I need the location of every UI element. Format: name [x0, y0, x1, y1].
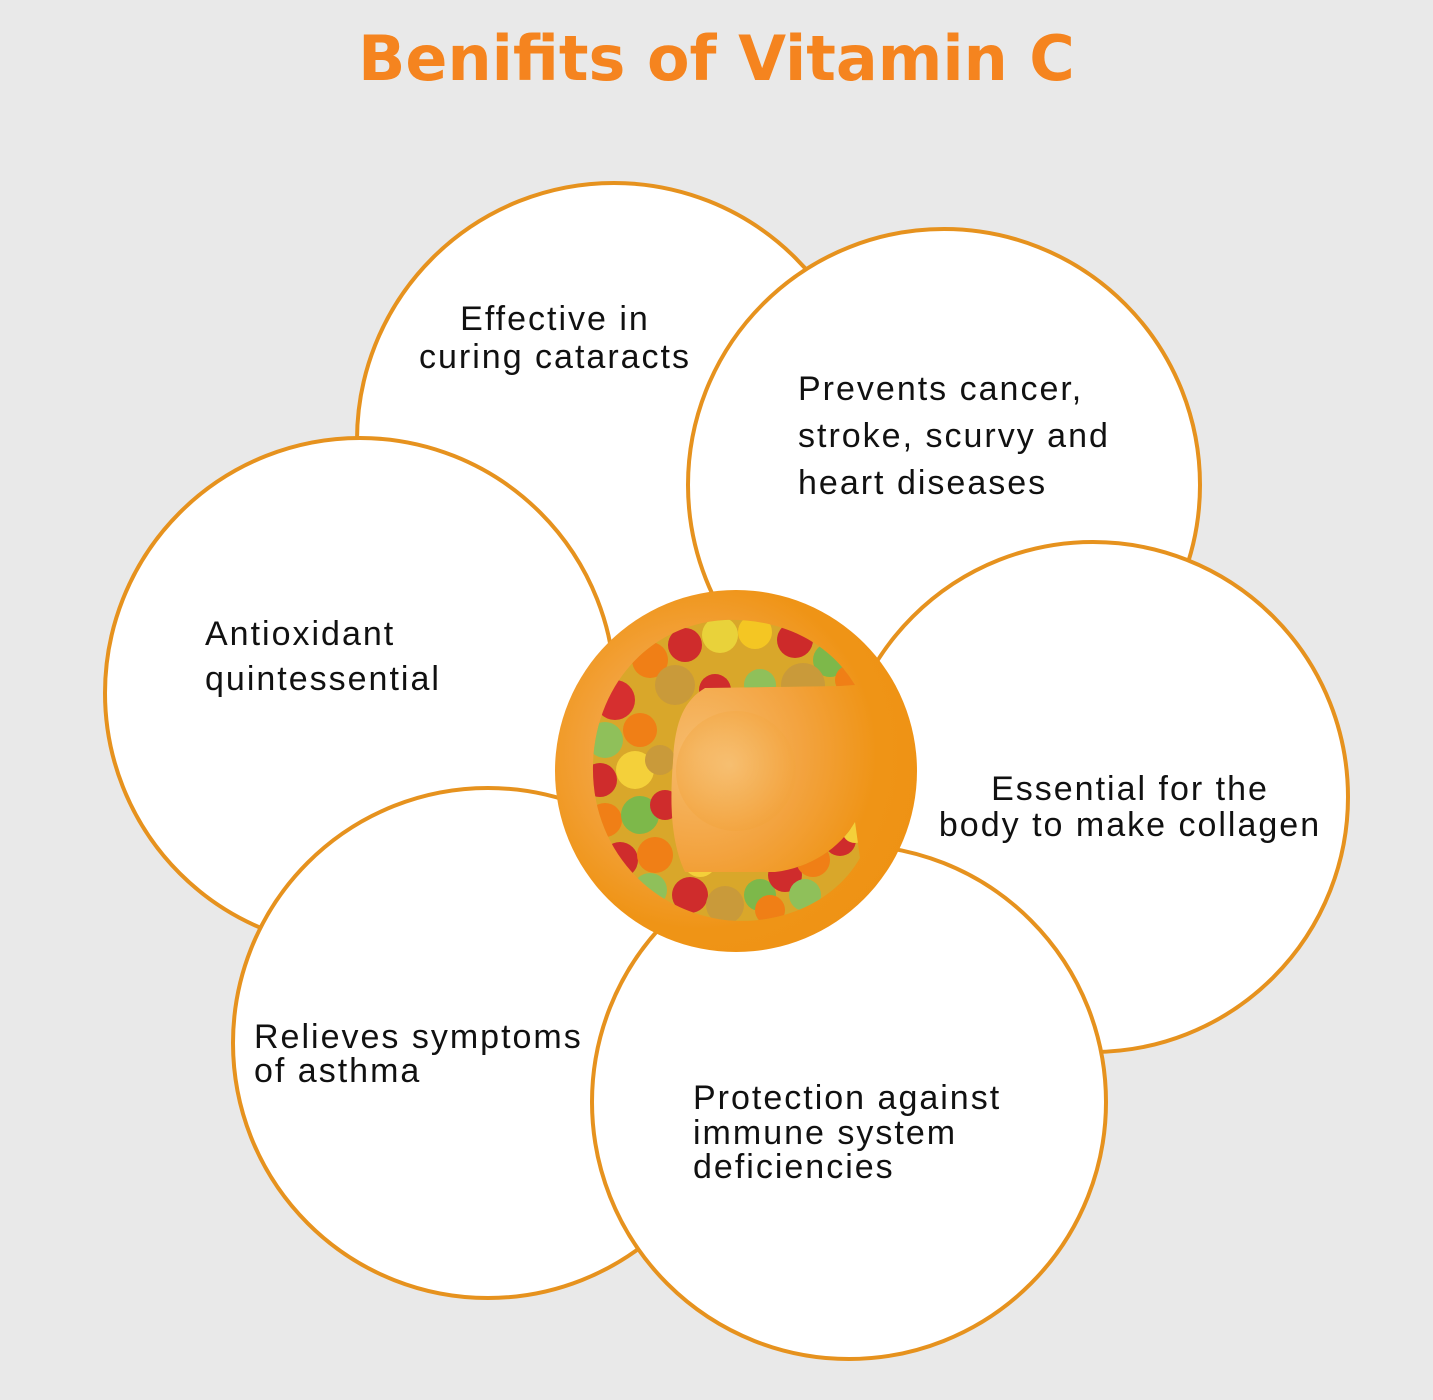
- benefit-label-asthma: Relieves symptoms of asthma: [254, 1018, 583, 1090]
- page-title: Benifits of Vitamin C: [358, 22, 1075, 95]
- center-vitamin-c-disc: [555, 590, 917, 952]
- benefit-label-antioxidant: Antioxidant quintessential: [205, 615, 441, 698]
- benefit-label-immune: Protection against immune system deficie…: [693, 1079, 1002, 1187]
- benefit-label-cancer: Prevents cancer, stroke, scurvy and hear…: [798, 370, 1110, 502]
- benefit-label-cataracts: Effective in curing cataracts: [419, 300, 691, 377]
- benefit-label-collagen: Essential for the body to make collagen: [938, 770, 1322, 844]
- fruit-letter-c-icon: [592, 619, 860, 921]
